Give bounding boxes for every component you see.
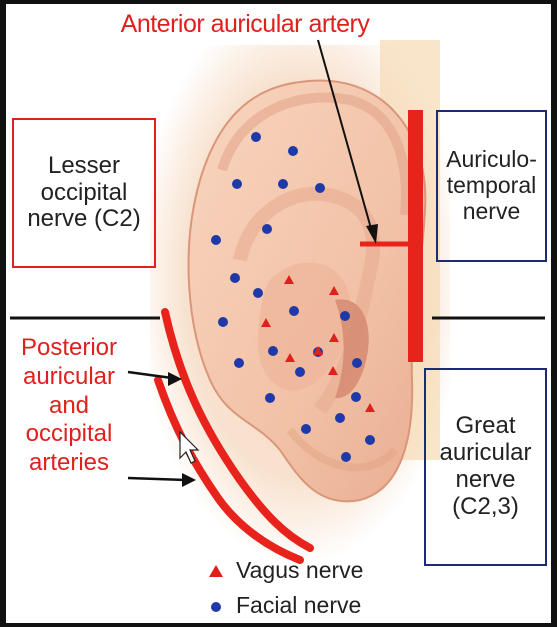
- facial-nerve-dot: [341, 452, 351, 462]
- facial-nerve-dot: [301, 424, 311, 434]
- facial-nerve-dot: [218, 317, 228, 327]
- facial-nerve-dot: [289, 306, 299, 316]
- facial-nerve-dot: [288, 146, 298, 156]
- facial-nerve-dot: [230, 273, 240, 283]
- facial-nerve-dot: [265, 393, 275, 403]
- facial-nerve-dot: [251, 132, 261, 142]
- facial-nerve-dot: [340, 311, 350, 321]
- facial-nerve-dot: [268, 346, 278, 356]
- diagram-title: Anterior auricular artery: [95, 10, 395, 38]
- legend-facial-nerve-label: Facial nerve: [236, 593, 361, 619]
- facial-nerve-dot: [351, 392, 361, 402]
- great-auricular-nerve-label: Great auricular nerve (C2,3): [424, 368, 547, 566]
- facial-nerve-dot: [234, 358, 244, 368]
- legend-triangle-icon: [209, 565, 223, 577]
- auriculotemporal-nerve-label: Auriculo- temporal nerve: [436, 110, 547, 262]
- legend-vagus-nerve-label: Vagus nerve: [236, 558, 363, 584]
- facial-nerve-dot: [295, 367, 305, 377]
- facial-nerve-dot: [352, 358, 362, 368]
- legend-dot-icon: [211, 602, 221, 612]
- posterior-auricular-arteries-label: Posterior auricular and occipital arteri…: [10, 334, 128, 478]
- facial-nerve-dot: [315, 183, 325, 193]
- auriculotemporal-artery-bar: [408, 110, 423, 362]
- facial-nerve-dot: [211, 235, 221, 245]
- facial-nerve-dot: [335, 413, 345, 423]
- facial-nerve-dot: [253, 288, 263, 298]
- facial-nerve-dot: [262, 224, 272, 234]
- facial-nerve-dot: [278, 179, 288, 189]
- facial-nerve-dot: [232, 179, 242, 189]
- lesser-occipital-nerve-label: Lesser occipital nerve (C2): [12, 118, 156, 268]
- facial-nerve-dot: [365, 435, 375, 445]
